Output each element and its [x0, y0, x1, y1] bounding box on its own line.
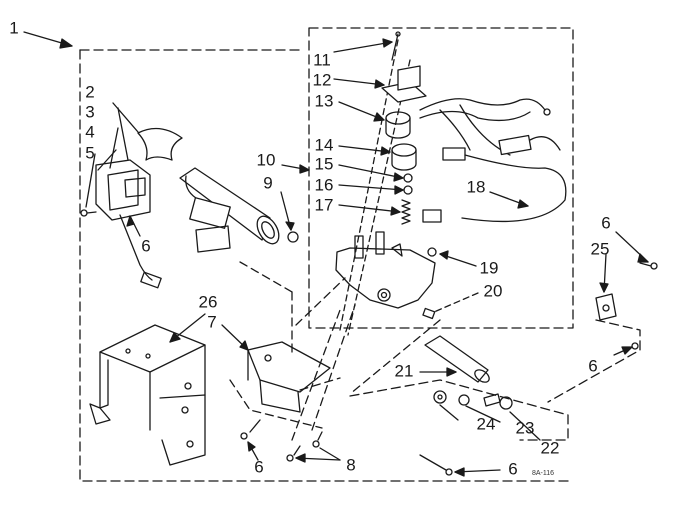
callout-6-left: 6: [141, 236, 151, 256]
callout-23: 23: [515, 418, 535, 438]
callout-4: 4: [85, 122, 95, 142]
callout-24: 24: [476, 414, 496, 434]
callout-17: 17: [314, 195, 334, 215]
callout-26: 26: [198, 292, 218, 312]
callout-6-lower: 6: [254, 457, 264, 477]
callout-7: 7: [207, 312, 217, 332]
part-coil-14: [391, 143, 417, 171]
part-nut-9: [280, 191, 299, 243]
part-pin-11: [391, 31, 401, 61]
part-wire-harness-left: [119, 214, 162, 289]
part-screw-19: [427, 247, 477, 267]
callout-10: 10: [256, 150, 276, 170]
callout-15: 15: [314, 154, 334, 174]
callout-14: 14: [314, 135, 334, 155]
part-burner-tube: [179, 167, 280, 253]
callout-25: 25: [590, 239, 610, 259]
callout-6-right-bottom: 6: [588, 356, 598, 376]
callout-8: 8: [346, 455, 356, 475]
callout-12: 12: [312, 70, 332, 90]
callout-19: 19: [479, 258, 499, 278]
callout-2: 2: [85, 82, 95, 102]
part-base-bracket-26: [89, 313, 206, 466]
part-nut-16: [403, 185, 413, 195]
callout-6-bottom: 6: [508, 459, 518, 479]
callout-1: 1: [9, 18, 19, 38]
callout-3: 3: [85, 102, 95, 122]
part-mount-bracket-3-4: [95, 107, 151, 221]
subassembly-boundary: [308, 27, 574, 329]
part-screw-6-bottom: [419, 454, 501, 477]
callout-13: 13: [314, 91, 334, 111]
part-washer-15: [403, 173, 413, 183]
callout-5: 5: [85, 143, 95, 163]
part-coil-13: [385, 111, 411, 139]
callout-6-right-top: 6: [601, 213, 611, 233]
part-screw-6-lower: [240, 419, 261, 461]
callout-arrow-1: [23, 31, 73, 49]
part-bracket-25: [595, 253, 617, 321]
callout-18: 18: [466, 177, 486, 197]
part-screw-6-right: [613, 231, 658, 356]
callout-21: 21: [394, 361, 414, 381]
callout-11: 11: [313, 50, 331, 70]
part-spring-17: [401, 199, 411, 225]
callout-9: 9: [263, 173, 273, 193]
part-screws-8: [286, 431, 341, 463]
assembly-centerlines: [339, 39, 411, 336]
part-screw-5: [80, 153, 97, 217]
part-bracket-2: [112, 102, 183, 161]
callout-16: 16: [314, 175, 334, 195]
diagram-code: 8A-116: [532, 470, 555, 477]
part-hardware-22-24: [433, 390, 541, 441]
part-wire-harness-18: [419, 98, 567, 223]
callout-22: 22: [540, 438, 560, 458]
callout-arrows-11-17: [333, 38, 404, 216]
bracket-boundary-right: [547, 319, 641, 403]
callout-20: 20: [483, 281, 503, 301]
part-bracket-7: [221, 324, 331, 413]
assembly-boundary: [79, 49, 573, 482]
part-valve-body: [335, 231, 436, 309]
part-bracket-12: [381, 65, 427, 103]
part-screw-20: [422, 292, 479, 320]
part-insulator-21: [419, 335, 490, 383]
hardware-boundary: [349, 379, 569, 441]
